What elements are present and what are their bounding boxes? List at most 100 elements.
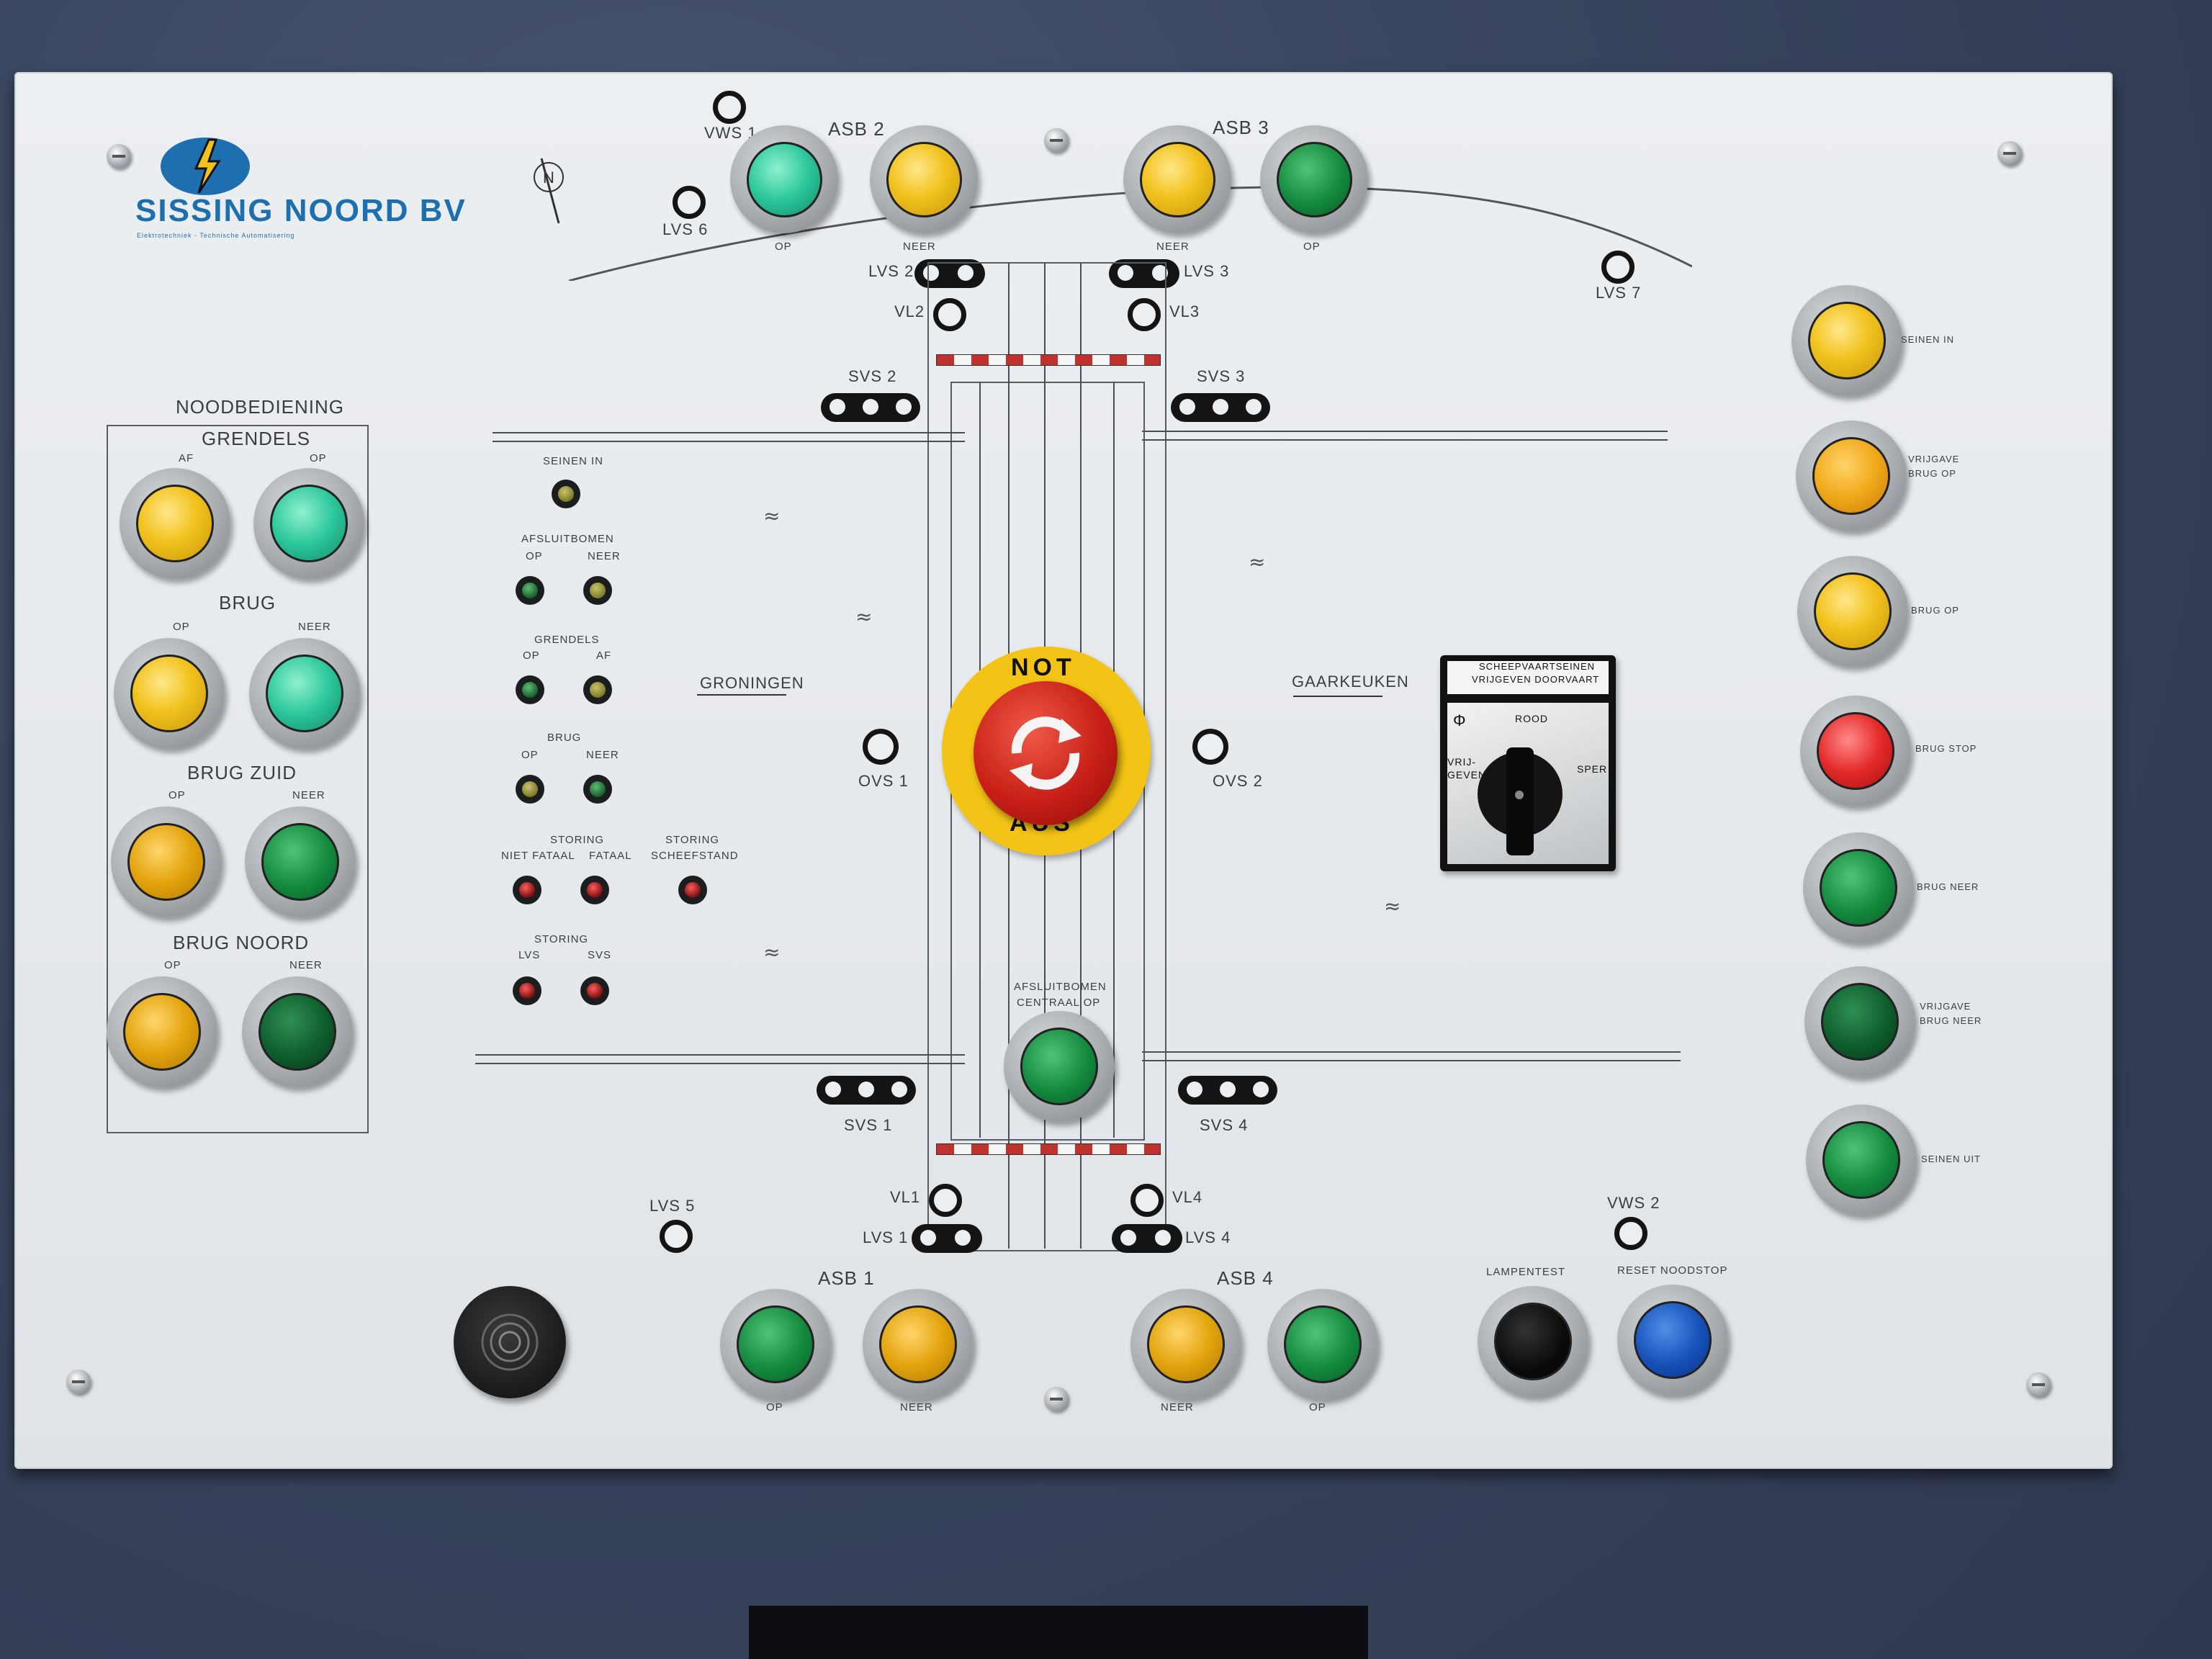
selector-vrij1: VRIJ- [1447, 756, 1476, 768]
selector-rood: ROOD [1515, 713, 1548, 724]
lvs5-label: LVS 5 [649, 1197, 696, 1215]
lvs6-indicator [673, 186, 706, 219]
brug-zuid-op-label: OP [168, 789, 186, 801]
vrijgave-brug-neer-button[interactable] [1804, 966, 1915, 1077]
canal-line [1142, 1060, 1681, 1061]
ind-grendels-op-label: OP [523, 649, 540, 662]
grendels-af-pilot [583, 675, 612, 704]
brug-zuid-op-button[interactable] [111, 806, 222, 917]
brug-noord-neer-button[interactable] [242, 976, 353, 1087]
brug-op-button-right[interactable] [1797, 556, 1908, 667]
asb1-neer-button[interactable] [863, 1289, 974, 1400]
noodbediening-title: NOODBEDIENING [176, 396, 345, 418]
asb2-op-label: OP [775, 240, 792, 253]
brug-noord-op-button[interactable] [107, 976, 217, 1087]
svs2-label: SVS 2 [848, 367, 897, 385]
grendels-af-button[interactable] [120, 468, 230, 579]
lvs4-indicator [1112, 1224, 1182, 1253]
svs3-indicator [1171, 393, 1270, 422]
reset-noodstop-button[interactable] [1617, 1285, 1728, 1395]
afsluitbomen-centraal-op-button[interactable] [1004, 1011, 1115, 1122]
ind-grendels-af-label: AF [596, 649, 612, 662]
brug-stop-button[interactable] [1800, 696, 1911, 806]
svs1-indicator [817, 1076, 916, 1105]
asb2-neer-button[interactable] [870, 125, 978, 233]
ind-scheefstand-label: SCHEEFSTAND [651, 850, 739, 862]
right-vrijgave-neer-label1: VRIJGAVE [1920, 1001, 1972, 1012]
ovs2-label: OVS 2 [1213, 772, 1263, 790]
asb1-neer-label: NEER [900, 1401, 933, 1413]
storing-scheefstand-pilot [678, 876, 707, 904]
asb3-op-button[interactable] [1260, 125, 1368, 233]
barrier-gate-top [936, 354, 1161, 366]
vl4-label: VL4 [1172, 1188, 1203, 1206]
right-vrijgave-neer-label2: BRUG NEER [1920, 1015, 1982, 1026]
storing-lvs-pilot [513, 976, 541, 1005]
vrijgave-brug-op-button[interactable] [1796, 421, 1907, 531]
canal-line [1142, 439, 1668, 441]
brug-neer-button-right[interactable] [1803, 832, 1914, 943]
asb4-neer-button[interactable] [1130, 1289, 1241, 1400]
barrier-gate-bottom [936, 1143, 1161, 1155]
screw-icon [1044, 1387, 1069, 1411]
asb2-op-button[interactable] [730, 125, 838, 233]
north-arrow-icon: N [526, 151, 576, 233]
asb3-neer-button[interactable] [1123, 125, 1231, 233]
right-brug-neer-label: BRUG NEER [1917, 881, 1979, 892]
brug-zuid-neer-label: NEER [292, 789, 325, 801]
lvs3-label: LVS 3 [1184, 262, 1230, 280]
storing-niet-fataal-pilot [513, 876, 541, 904]
brug-neer-pilot [583, 775, 612, 804]
asb4-op-button[interactable] [1267, 1289, 1378, 1400]
vl2-label: VL2 [894, 302, 925, 320]
selector-title2: VRIJGEVEN DOORVAART [1472, 674, 1600, 685]
asb2-label: ASB 2 [828, 118, 885, 140]
ind-niet-fataal-label: NIET FATAAL [501, 850, 575, 862]
brug-zuid-label: BRUG ZUID [187, 762, 297, 783]
brug-neer-button[interactable] [249, 638, 360, 749]
svs1-label: SVS 1 [844, 1116, 893, 1134]
lvs2-indicator [914, 259, 985, 288]
lvs1-indicator [912, 1224, 982, 1253]
selector-knob[interactable] [1478, 747, 1563, 855]
lvs2-label: LVS 2 [868, 262, 914, 280]
brug-op-button[interactable] [114, 638, 225, 749]
ind-storing3-label: STORING [534, 933, 589, 945]
brug-noord-label: BRUG NOORD [173, 932, 310, 953]
reset-label: RESET NOODSTOP [1617, 1264, 1728, 1277]
ind-grendels-label: GRENDELS [534, 634, 600, 646]
screw-icon [66, 1370, 91, 1394]
buzzer-speaker [454, 1286, 566, 1398]
storing-fataal-pilot [580, 876, 609, 904]
ovs1-label: OVS 1 [858, 772, 909, 790]
asb1-op-label: OP [766, 1401, 783, 1413]
seinen-uit-button[interactable] [1806, 1105, 1917, 1215]
svs4-label: SVS 4 [1200, 1116, 1249, 1134]
asb3-label: ASB 3 [1213, 117, 1269, 138]
emergency-stop-button[interactable] [974, 681, 1118, 825]
svs4-indicator [1178, 1076, 1277, 1105]
lvs6-label: LVS 6 [662, 220, 709, 238]
ind-storing-label: STORING [550, 834, 605, 846]
bridge-outline [927, 262, 1166, 1251]
ind-fataal-label: FATAAL [589, 850, 632, 862]
asb2-neer-label: NEER [903, 240, 936, 253]
brug-zuid-neer-button[interactable] [245, 806, 356, 917]
canal-line [493, 432, 965, 433]
seinen-in-button[interactable] [1791, 285, 1902, 396]
brand-name: SISSING NOORD BV [135, 193, 467, 228]
river-line-top [568, 166, 1693, 284]
lampentest-button[interactable] [1478, 1286, 1588, 1397]
water-wave-icon: ≈ [763, 504, 781, 528]
asb1-op-button[interactable] [720, 1289, 831, 1400]
vws2-label: VWS 2 [1607, 1194, 1660, 1212]
lvs1-label: LVS 1 [863, 1228, 909, 1246]
ind-brug-label: BRUG [547, 732, 582, 744]
brand-logo [158, 134, 252, 199]
vl4-indicator [1130, 1184, 1164, 1217]
vl2-indicator [933, 298, 966, 331]
grendels-af-label: AF [179, 452, 194, 464]
grendels-op-button[interactable] [253, 468, 364, 579]
water-wave-icon: ≈ [855, 605, 873, 629]
canal-line [1142, 1051, 1681, 1053]
